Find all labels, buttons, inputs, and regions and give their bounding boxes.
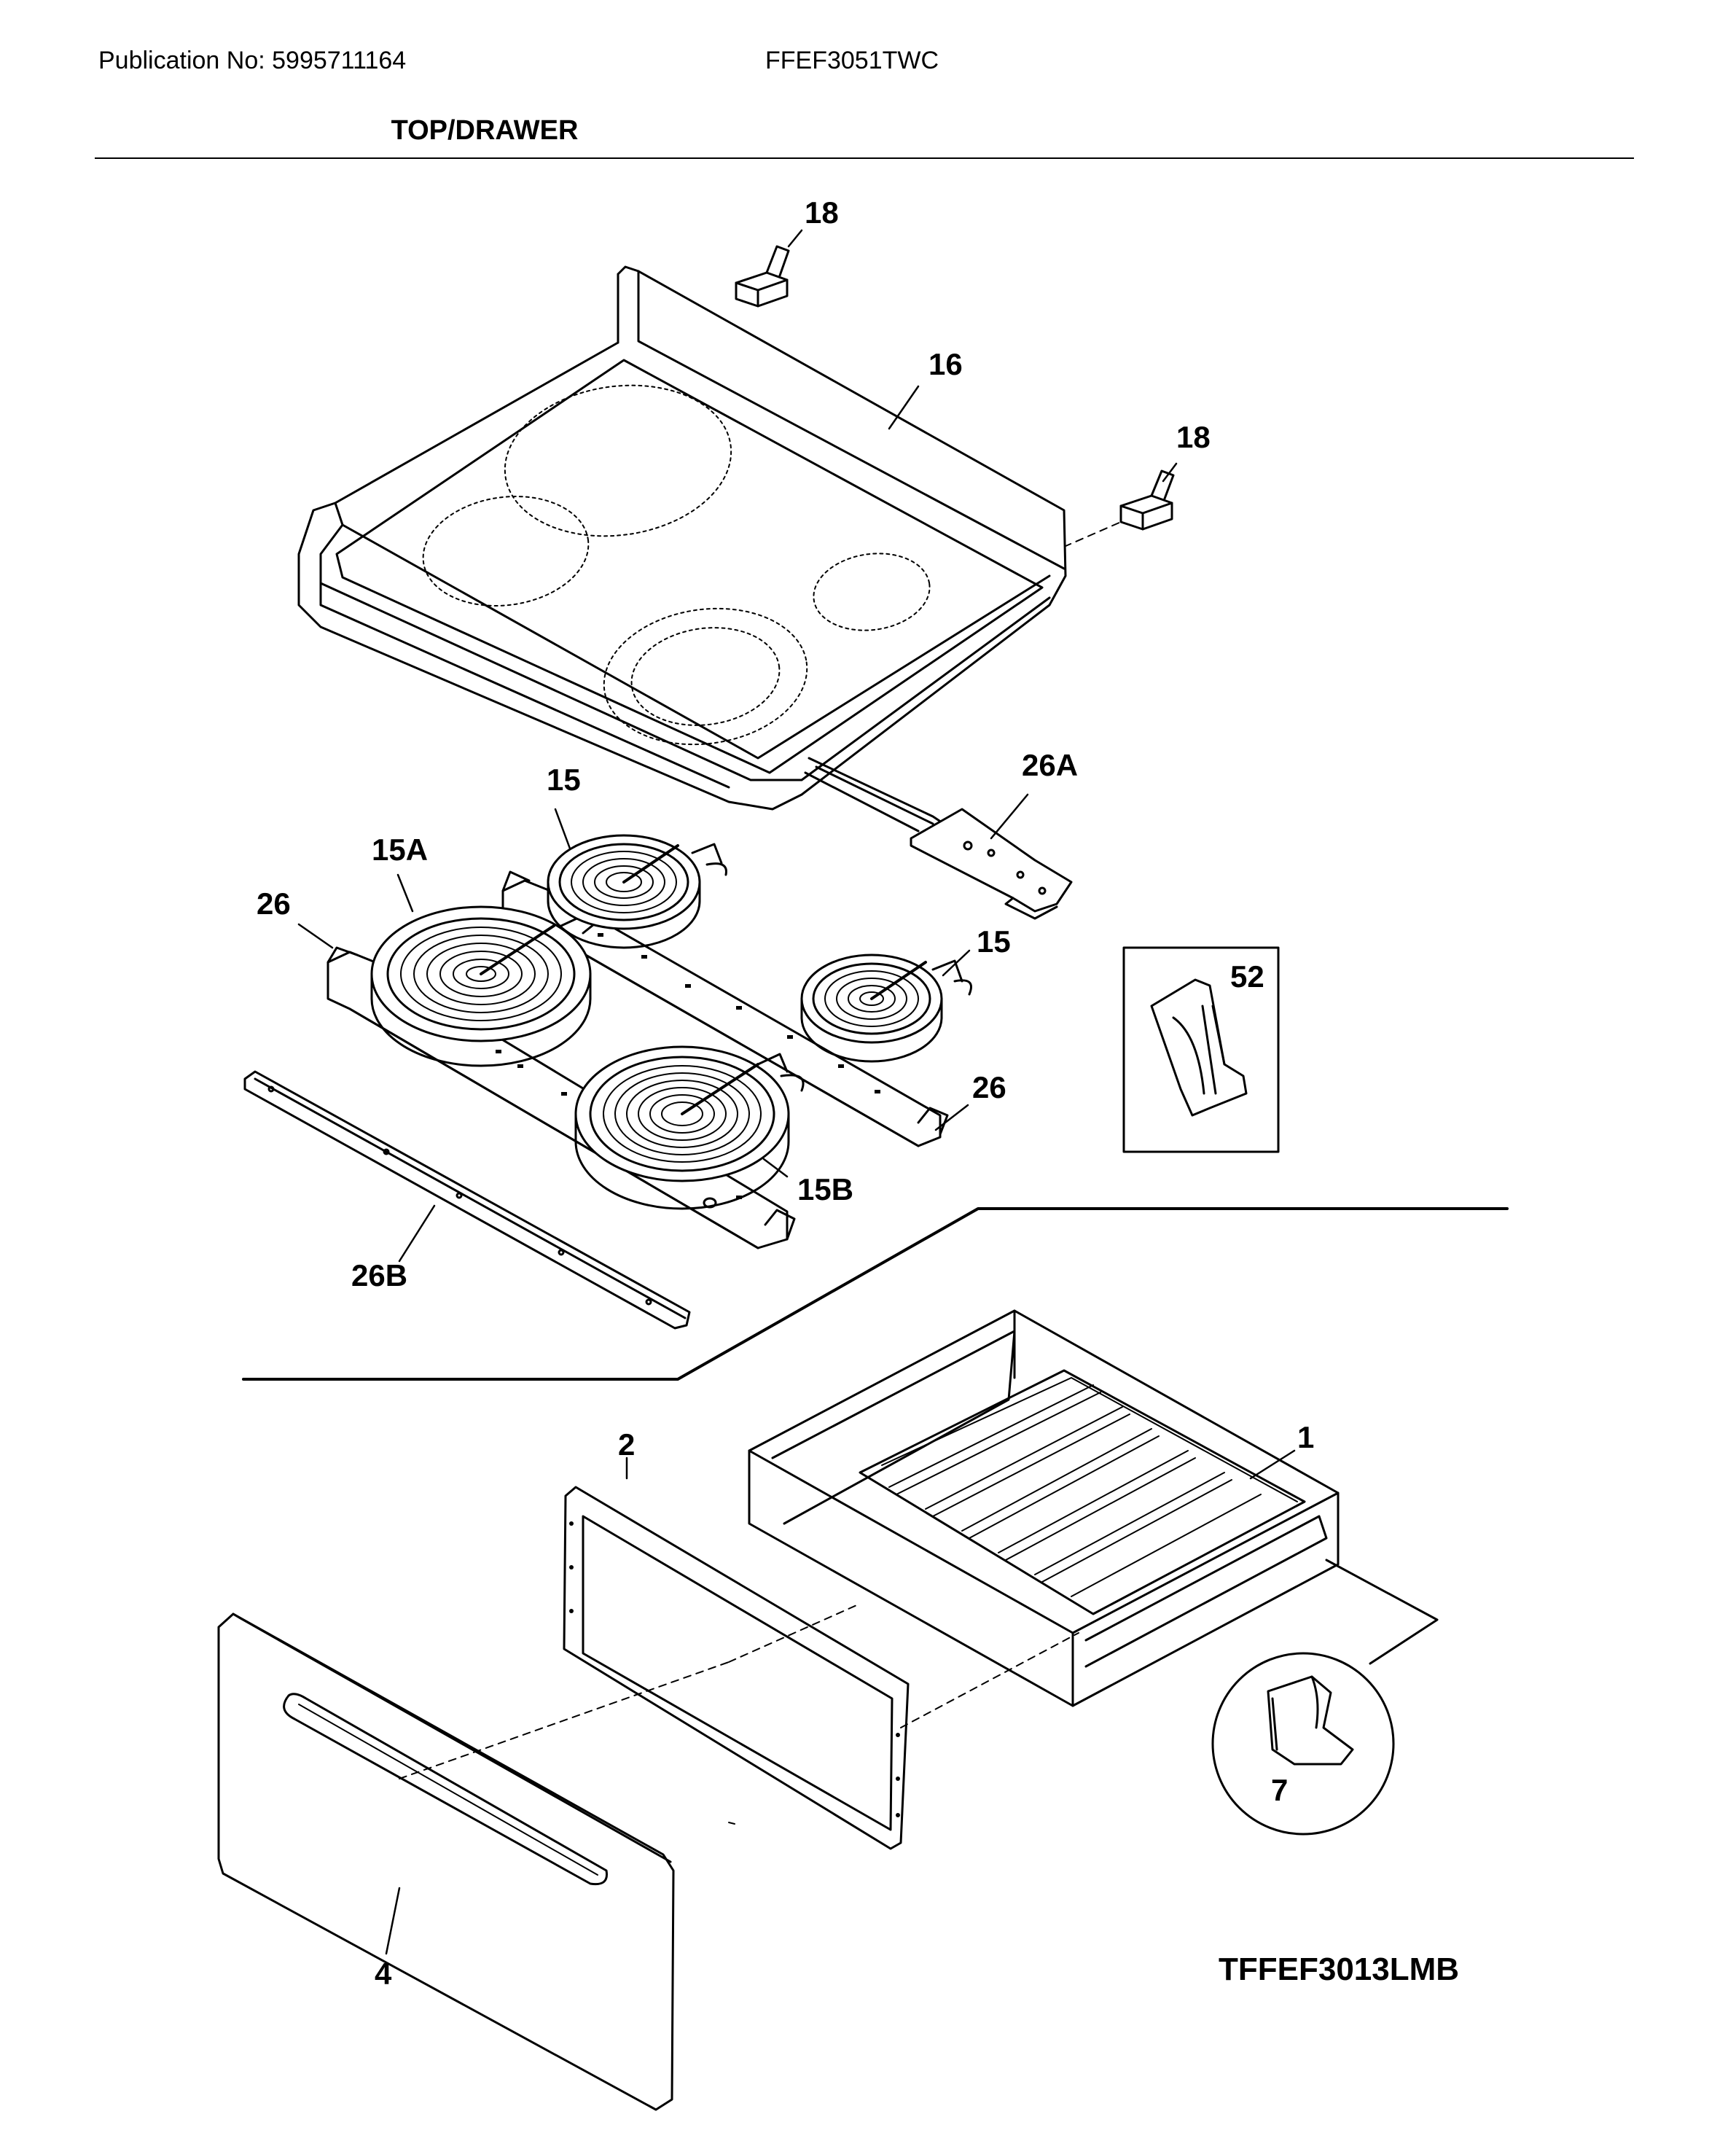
callout-26A: 26A [1022, 748, 1078, 782]
callout-15-rear: 15 [547, 763, 581, 797]
callout-18-right: 18 [1176, 420, 1211, 454]
heating-element-15B [574, 1045, 805, 1210]
cooktop-glass-16 [297, 265, 1067, 811]
bracket-18-right [1063, 469, 1175, 547]
section-divider [242, 1207, 1509, 1381]
heating-element-15-rear [547, 834, 727, 949]
leader-lines [297, 229, 1296, 1955]
trim-strip-26B [243, 1070, 691, 1330]
callout-2: 2 [618, 1427, 635, 1462]
publication-number: Publication No: 5995711164 [98, 47, 407, 74]
callout-16: 16 [928, 347, 963, 381]
wire-harness-26A [804, 757, 1073, 920]
model-number: FFEF3051TWC [765, 47, 939, 74]
detail-circle-7 [1211, 1559, 1439, 1836]
callout-15A: 15A [372, 832, 428, 867]
callout-26-front: 26 [972, 1070, 1006, 1104]
drawer-frame-2 [563, 1486, 1079, 1850]
callout-15-right: 15 [977, 924, 1011, 959]
callout-26B: 26B [351, 1258, 407, 1292]
drawer-front-4 [217, 1603, 861, 2111]
callout-15B: 15B [797, 1172, 853, 1206]
callout-1: 1 [1297, 1420, 1314, 1454]
callout-52: 52 [1230, 959, 1264, 994]
bracket-18-top [735, 245, 790, 308]
callout-26-rear: 26 [257, 886, 291, 921]
diagram-reference-code: TFFEF3013LMB [1219, 1951, 1459, 1987]
heating-element-15A [370, 895, 599, 1067]
callout-4: 4 [375, 1957, 392, 1991]
callout-7: 7 [1271, 1773, 1288, 1807]
drawer-body-1 [748, 1309, 1340, 1707]
callout-18-top: 18 [805, 195, 839, 230]
inset-box-52 [1122, 946, 1280, 1153]
header-rule [95, 157, 1634, 159]
section-title: TOP/DRAWER [391, 115, 579, 146]
heating-element-15-right [800, 953, 972, 1063]
